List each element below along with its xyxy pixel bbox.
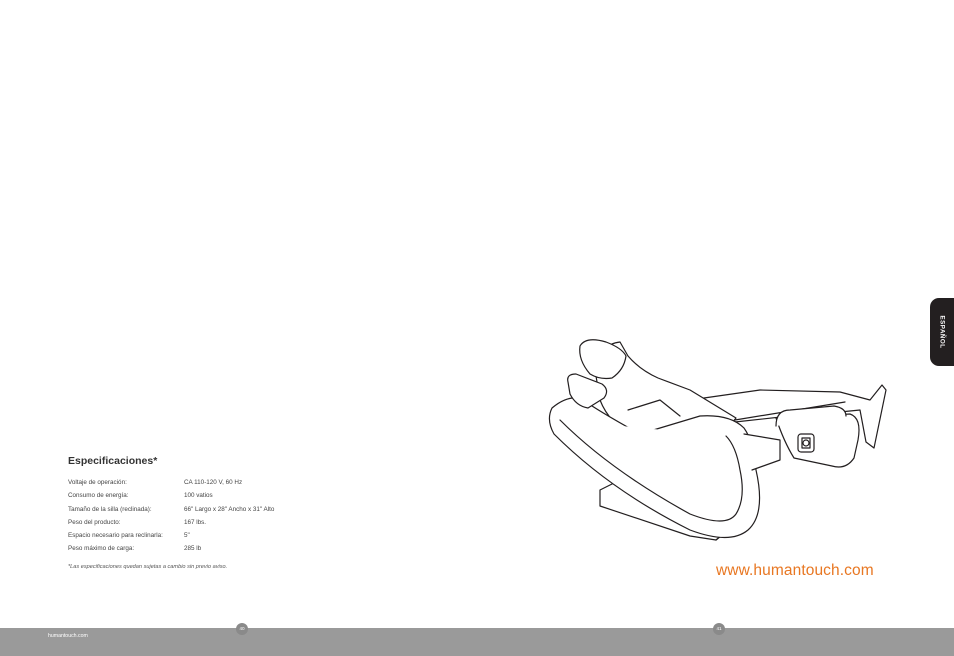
spec-value: CA 110-120 V, 60 Hz — [184, 479, 243, 486]
massage-chair-illustration — [548, 339, 887, 541]
language-tab: ESPAÑOL — [930, 298, 954, 366]
spec-row: Peso del producto: 167 lbs. — [68, 519, 368, 532]
spec-value: 66" Largo x 28" Ancho x 31" Alto — [184, 505, 275, 513]
specifications-title: Especificaciones* — [68, 455, 158, 467]
spec-row: Espacio necesario para reclinarla: 5" — [68, 532, 368, 545]
spec-label: Tamaño de la silla (reclinada): — [68, 505, 152, 513]
language-tab-label: ESPAÑOL — [938, 315, 946, 349]
spec-row: Voltaje de operación: CA 110-120 V, 60 H… — [68, 479, 368, 492]
spec-label: Espacio necesario para reclinarla: — [68, 532, 163, 540]
specifications-note: *Las especificaciones quedan sujetas a c… — [68, 563, 228, 570]
specifications-section: Especificaciones* Voltaje de operación: … — [68, 455, 368, 570]
footer-site: humantouch.com — [48, 633, 88, 639]
website-url: www.humantouch.com — [716, 562, 874, 579]
spec-label: Voltaje de operación: — [68, 479, 127, 486]
spec-label: Peso máximo de carga: — [68, 545, 135, 553]
spec-label: Peso del producto: — [68, 518, 121, 526]
page-footer: humantouch.com 40 41 — [0, 623, 954, 656]
spec-label: Consumo de energía: — [68, 492, 129, 500]
spec-row: Consumo de energía: 100 vatios — [68, 492, 368, 505]
spec-value: 285 lb — [184, 545, 202, 553]
spec-value: 100 vatios — [184, 492, 213, 500]
page-number-right: 41 — [713, 623, 725, 635]
spec-value: 5" — [184, 532, 190, 540]
page-number-left: 40 — [236, 623, 248, 635]
spec-row: Peso máximo de carga: 285 lb — [68, 545, 368, 558]
spec-row: Tamaño de la silla (reclinada): 66" Larg… — [68, 506, 368, 519]
spec-value: 167 lbs. — [184, 518, 207, 526]
